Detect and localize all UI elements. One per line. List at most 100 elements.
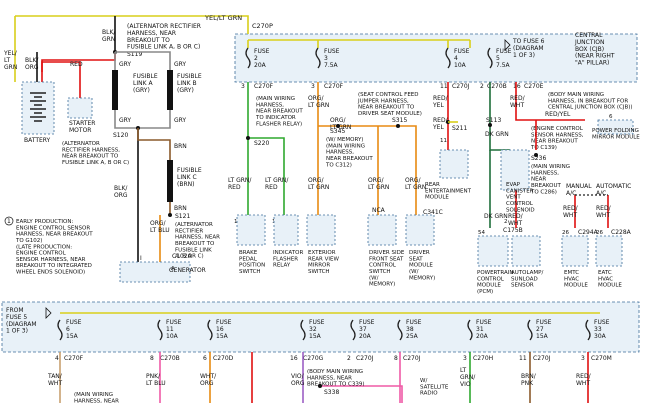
battery-label: BATTERY <box>24 137 51 144</box>
battery-symbol <box>30 92 46 122</box>
indicator-flasher-relay <box>273 214 299 246</box>
conn-c270f-b: C270F <box>324 83 344 90</box>
emtc-pin-26: 26 <box>562 230 569 236</box>
label-dkgrn-3: DK GRN <box>484 213 508 220</box>
b-pin-5: 8 <box>394 355 398 362</box>
label-red-wht-2: RED/WHT <box>563 205 579 219</box>
label-org-ltgrn-2: ORG/LT GRN <box>308 177 329 191</box>
wire-pink-s338 <box>318 385 403 403</box>
brake-pedal-switch <box>236 214 266 246</box>
label-org-ltgrn-1: ORG/LT GRN <box>308 95 329 109</box>
splice-s236: S236 <box>531 155 546 162</box>
label-org-lt-blu: ORG/LT BLU <box>150 220 170 234</box>
eatc-hvac-module <box>595 235 623 267</box>
wire-gry-bottom <box>114 110 171 129</box>
emtc-hvac-module <box>561 235 589 267</box>
splice-s211: S211 <box>452 125 467 132</box>
splice-s220-dot <box>246 136 250 140</box>
note-marker <box>4 216 14 226</box>
label-red: RED <box>70 61 83 68</box>
splice-s121: S121 <box>175 213 190 220</box>
conn-c270j: C270J <box>452 83 470 90</box>
conn-c175b: C175B <box>503 227 523 234</box>
b-conn-1: C270B <box>160 355 180 362</box>
label-gry-2: GRY <box>174 61 186 68</box>
splice-s345-dot <box>336 124 340 128</box>
b-pin-1: 8 <box>150 355 154 362</box>
wire-gry-top <box>115 51 171 70</box>
autolamp-pin-2: 2 <box>504 219 508 225</box>
b-conn-0: C270F <box>64 355 84 362</box>
label-blk-org-2: BLK/ORG <box>114 185 128 199</box>
generator-label: GENERATOR <box>169 267 206 274</box>
wire-org-ltgrn-seat <box>318 125 417 215</box>
wire-ltgrn-red-2 <box>248 137 285 215</box>
gen-pin-i: I <box>140 255 142 262</box>
label-tan-wht: TAN/WHT <box>47 373 63 387</box>
wire-brn-1 <box>137 128 171 160</box>
b-pin-4: 2 <box>347 355 351 362</box>
splice-s220: S220 <box>254 140 269 147</box>
label-red-wht-3: RED/WHT <box>596 205 612 219</box>
label-ltgrn-red-1: LT GRN/RED <box>228 177 252 191</box>
splice-s113: S113 <box>486 117 501 124</box>
gen-pin-a: A <box>171 266 175 272</box>
b-pin-2: 6 <box>203 355 207 362</box>
pin-11: 11 <box>440 83 448 90</box>
label-gry-4: GRY <box>174 117 186 124</box>
splice-s315: S315 <box>392 117 407 124</box>
b-conn-3: C270G <box>303 355 324 362</box>
label-brn-2: BRN <box>174 205 187 212</box>
pcm-pin-54: 54 <box>478 230 485 236</box>
pin-2: 2 <box>480 83 484 90</box>
label-brn-1: BRN <box>174 143 187 150</box>
conn-c270e: C270E <box>524 83 544 90</box>
label-blk-org: BLK/ORG <box>25 57 39 71</box>
conn-c270p: C270P <box>252 22 273 30</box>
central-junction-box-bottom <box>1 301 640 353</box>
label-red-wht-bottom: RED/WHT <box>576 373 592 387</box>
starter-motor <box>67 97 93 119</box>
label-nca: NCA <box>372 207 386 214</box>
label-org-ltgrn-5: ORG/LT GRN <box>405 177 426 191</box>
b-pin-3: 16 <box>290 355 298 362</box>
brake-pin-1: 1 <box>234 219 238 225</box>
pin-3b: 3 <box>311 83 315 90</box>
